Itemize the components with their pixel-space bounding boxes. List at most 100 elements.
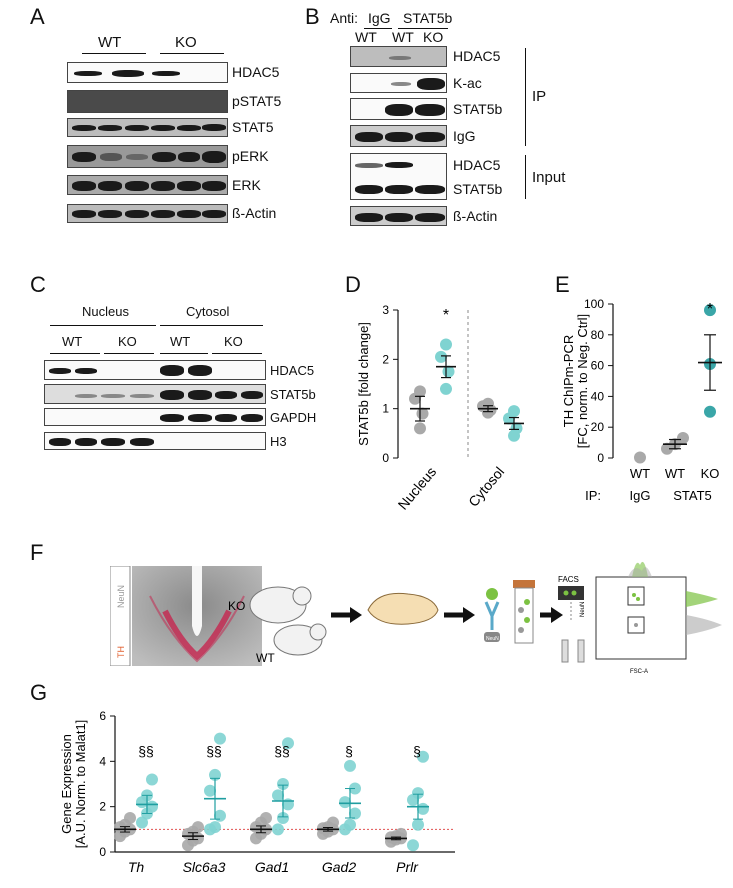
- x-category-label: KO: [701, 466, 720, 481]
- row-label-b-stat5b: STAT5b: [453, 101, 503, 117]
- row-label-b-igg: IgG: [453, 128, 476, 144]
- blot-b-ip-stat5b: [350, 98, 447, 120]
- x-category-label: Nucleus: [395, 464, 440, 513]
- y-axis-label: STAT5b [fold change]: [356, 322, 371, 446]
- antibody-icon: [484, 601, 500, 630]
- x-category-label: Gad2: [322, 859, 356, 875]
- data-point: [412, 818, 424, 831]
- data-point: [260, 812, 272, 824]
- blot-c-gapdh: [44, 408, 266, 426]
- row-label-b-input-stat5b: STAT5b: [453, 181, 503, 197]
- significance-label: §: [413, 743, 421, 759]
- data-point: [272, 789, 284, 802]
- y-tick-label: 40: [591, 389, 605, 403]
- row-label-c-stat5b: STAT5b: [270, 387, 316, 402]
- blot-a-pstat5: [67, 90, 228, 113]
- x-category-label: Prlr: [396, 859, 419, 875]
- significance-label: §§: [274, 743, 290, 759]
- blot-c-h3: [44, 432, 266, 450]
- blot-b-ip-hdac5: [350, 46, 447, 67]
- panel-letter-c: C: [30, 272, 46, 297]
- fraction-underline-cytosol: [160, 325, 263, 326]
- ko-label: KO: [228, 599, 245, 613]
- workflow-diagram: KO WT NeuN FACS: [228, 575, 585, 665]
- row-label-b-hdac5: HDAC5: [453, 48, 501, 64]
- data-point: [407, 839, 419, 852]
- group-label-c-3: WT: [170, 334, 191, 349]
- y-tick-label: 6: [99, 709, 106, 723]
- group-underline-ko: [160, 53, 224, 54]
- data-point: [677, 431, 689, 444]
- data-point: [440, 382, 452, 395]
- panel-letter-b: B: [305, 4, 320, 29]
- y-tick-label: 20: [591, 420, 605, 434]
- y-tick-label: 0: [597, 451, 604, 465]
- y-axis-label: Gene Expression: [59, 734, 74, 834]
- facs-icon: [558, 586, 584, 600]
- data-point: [412, 787, 424, 800]
- significance-label: §§: [138, 743, 154, 759]
- x-category-label: WT: [665, 466, 685, 481]
- group-label-wt: WT: [98, 34, 122, 51]
- anti-label: Anti:: [330, 10, 359, 26]
- data-point: [209, 821, 221, 834]
- data-point: [272, 823, 284, 836]
- panel-letter-a: A: [30, 4, 45, 29]
- row-label-c-gapdh: GAPDH: [270, 410, 317, 425]
- tube-icon: [513, 580, 535, 588]
- data-point: [327, 816, 339, 829]
- panel-letter-g: G: [30, 680, 48, 705]
- row-label-a-hdac5: HDAC5: [232, 64, 280, 80]
- panel-letter-f: F: [30, 540, 44, 565]
- blot-b-ip-kac: [350, 73, 447, 93]
- group-label-c-4: KO: [224, 334, 243, 349]
- ip-bracket: [525, 48, 526, 146]
- brain-icon: [367, 592, 439, 625]
- data-point: [124, 812, 136, 824]
- ip-label: IP:: [585, 488, 601, 503]
- brain-section-image: NeuN TH: [110, 566, 262, 666]
- significance-label: §: [345, 743, 353, 759]
- x-category-label: Cytosol: [465, 464, 507, 510]
- significance-star: *: [443, 307, 449, 324]
- y-tick-label: 80: [591, 328, 605, 342]
- panel-letter-d: D: [345, 272, 361, 297]
- group-label-ko: KO: [175, 34, 197, 51]
- x-category-label: WT: [630, 466, 650, 481]
- flow-y-label: NeuN: [580, 602, 586, 617]
- data-point: [414, 422, 426, 435]
- row-label-b-actin: ß-Actin: [453, 208, 498, 224]
- data-point: [344, 759, 356, 772]
- data-point: [214, 732, 226, 745]
- anti-group-igg: IgG: [368, 10, 391, 26]
- neun-chip-label: NeuN: [486, 636, 499, 642]
- blot-b-actin: [350, 206, 447, 226]
- y-axis-label: [FC, norm. to Neg. Ctrl]: [575, 314, 590, 448]
- data-point: [192, 821, 204, 834]
- data-point: [277, 778, 289, 790]
- y-tick-label: 0: [382, 451, 389, 465]
- row-label-a-actin: ß-Actin: [232, 205, 277, 221]
- anti-underline-igg: [364, 28, 392, 29]
- fraction-label-cytosol: Cytosol: [186, 304, 230, 319]
- data-point: [634, 451, 646, 464]
- data-point: [704, 304, 716, 317]
- row-label-a-stat5: STAT5: [232, 119, 274, 135]
- group-underline-c-4: [212, 353, 262, 354]
- y-tick-label: 2: [382, 352, 389, 366]
- y-tick-label: 2: [99, 800, 106, 814]
- data-point: [508, 405, 520, 418]
- lane-label-b-3: KO: [423, 29, 444, 45]
- x-category-label: Th: [128, 859, 145, 875]
- row-label-b-kac: K-ac: [453, 75, 482, 91]
- y-tick-label: 3: [382, 303, 389, 317]
- data-point: [136, 816, 148, 829]
- data-point: [414, 385, 426, 398]
- group-label-c-1: WT: [62, 334, 83, 349]
- data-point: [339, 796, 351, 809]
- data-point: [214, 809, 226, 822]
- group-label-c-2: KO: [118, 334, 137, 349]
- wt-label: WT: [256, 651, 275, 665]
- blot-a-stat5: [67, 118, 228, 137]
